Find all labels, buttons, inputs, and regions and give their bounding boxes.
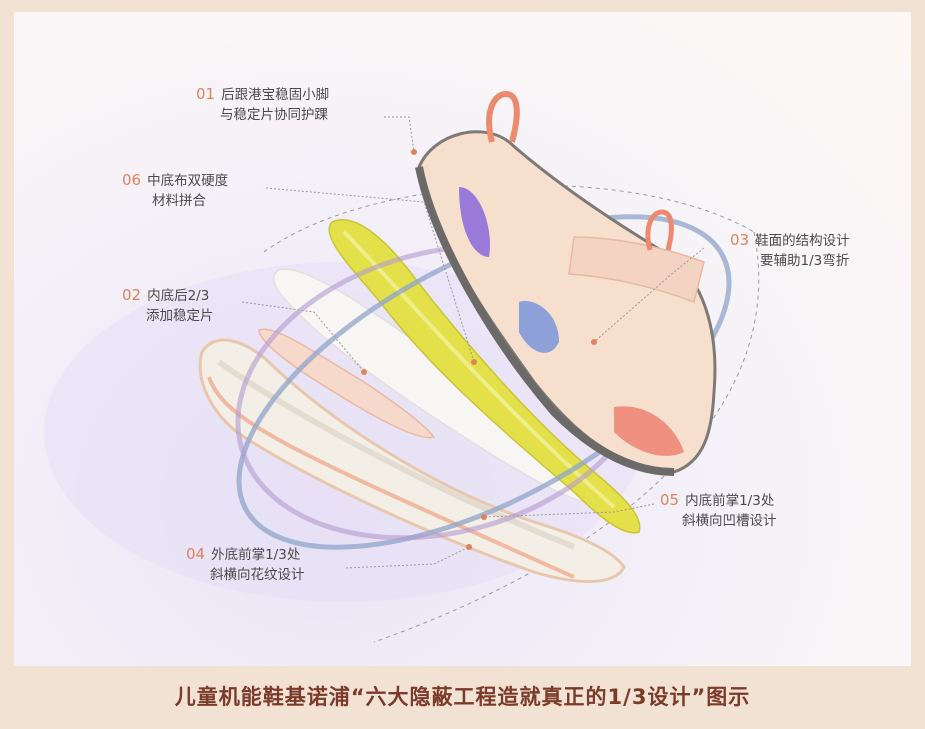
insole-layer <box>328 219 641 534</box>
exploded-shoe-illustration <box>44 90 760 643</box>
callout-03: 03 鞋面的结构设计 要辅助1/3弯折 <box>730 230 850 271</box>
callout-line2: 与稳定片协同护踝 <box>220 107 328 123</box>
illustration-panel: 01 后跟港宝稳固小脚 与稳定片协同护踝 06 中底布双硬度 材料拼合 02 内底后2… <box>14 12 911 666</box>
callout-02: 02 内底后2/3 添加稳定片 <box>122 285 214 326</box>
heel-loop-rear <box>486 90 520 143</box>
blue-patch <box>519 301 559 353</box>
callout-line1: 中底布双硬度 <box>147 173 229 189</box>
callout-line2: 要辅助1/3弯折 <box>760 253 850 269</box>
dashed-orbit <box>263 184 760 643</box>
callout-number: 06 <box>122 171 142 189</box>
callout-number: 05 <box>660 491 680 509</box>
callout-01: 01 后跟港宝稳固小脚 与稳定片协同护踝 <box>196 84 329 125</box>
leader-lines <box>241 116 705 569</box>
callout-number: 01 <box>196 85 216 103</box>
callout-04: 04 外底前掌1/3处 斜横向花纹设计 <box>186 544 305 585</box>
callout-number: 02 <box>122 286 142 304</box>
callout-line1: 内底前掌1/3处 <box>685 493 775 509</box>
callout-number: 04 <box>186 545 206 563</box>
callout-line2: 添加稳定片 <box>146 308 214 324</box>
callout-line1: 内底后2/3 <box>147 288 210 304</box>
callout-line1: 外底前掌1/3处 <box>211 547 301 563</box>
figure-caption: 儿童机能鞋基诺浦“六大隐蔽工程造就真正的1/3设计”图示 <box>174 685 751 709</box>
shoe-upper <box>415 90 717 476</box>
anchor-dots <box>361 149 597 550</box>
callout-05: 05 内底前掌1/3处 斜横向凹槽设计 <box>660 490 777 531</box>
callout-number: 03 <box>730 231 750 249</box>
velcro-strap <box>568 236 705 303</box>
callout-line1: 鞋面的结构设计 <box>755 233 850 249</box>
callout-06: 06 中底布双硬度 材料拼合 <box>122 170 228 211</box>
orbit-ring-blue <box>236 214 732 550</box>
heel-loop-tongue <box>645 209 674 251</box>
callout-line1: 后跟港宝稳固小脚 <box>221 87 330 103</box>
callout-line2: 斜横向花纹设计 <box>210 567 305 583</box>
coral-patch <box>614 406 684 456</box>
callout-line2: 斜横向凹槽设计 <box>682 513 777 529</box>
purple-patch <box>459 187 490 257</box>
callout-line2: 材料拼合 <box>152 193 206 209</box>
